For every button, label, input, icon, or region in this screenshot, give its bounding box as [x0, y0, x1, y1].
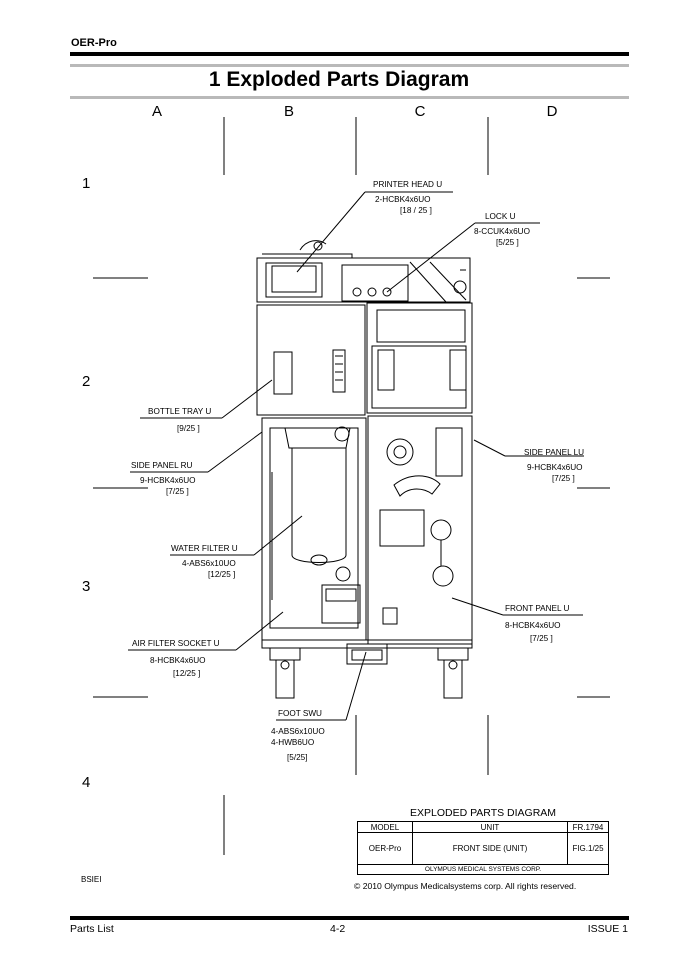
side-panel-ru-ref: [7/25 ] — [166, 487, 189, 496]
air-filter-socket-ref: [12/25 ] — [173, 669, 201, 678]
side-panel-lu-label: SIDE PANEL LU — [524, 448, 585, 457]
bsiei-mark: BSIEI — [81, 875, 102, 884]
bottle-tray-label: BOTTLE TRAY U — [148, 407, 212, 416]
page-title: 1 Exploded Parts Diagram — [208, 68, 470, 91]
footer-page-number: 4-2 — [330, 923, 346, 935]
lock-label: LOCK U — [485, 212, 516, 221]
header-rule-gray — [70, 64, 629, 67]
column-c-label: C — [414, 103, 426, 120]
title-block-unit-value: FRONT SIDE (UNIT) — [412, 832, 568, 865]
footer-left: Parts List — [70, 923, 114, 935]
printer-head-part: 2-HCBK4x6UO — [375, 195, 431, 204]
foot-sw-ref: [5/25] — [287, 753, 308, 762]
machine-drawing — [256, 240, 473, 699]
column-b-label: B — [283, 103, 294, 120]
side-panel-ru-label: SIDE PANEL RU — [131, 461, 193, 470]
water-filter-label: WATER FILTER U — [171, 544, 238, 553]
lock-part: 8-CCUK4x6UO — [474, 227, 530, 236]
side-panel-ru-part: 9-HCBK4x6UO — [140, 476, 196, 485]
air-filter-socket-label: AIR FILTER SOCKET U — [132, 639, 220, 648]
front-panel-label: FRONT PANEL U — [505, 604, 570, 613]
footer-rule-thick — [70, 916, 629, 920]
title-block: MODEL UNIT FR.1794 OER-Pro FRONT SIDE (U… — [357, 821, 609, 875]
title-rule-gray — [70, 96, 629, 99]
air-filter-socket-part: 8-HCBK4x6UO — [150, 656, 206, 665]
copyright-text: © 2010 Olympus Medicalsystems corp. All … — [354, 881, 577, 891]
row-2-label: 2 — [82, 373, 91, 390]
title-block-heading: EXPLODED PARTS DIAGRAM — [409, 807, 557, 819]
grid-ticks — [93, 117, 610, 855]
front-panel-part: 8-HCBK4x6UO — [505, 621, 561, 630]
title-block-model-value: OER-Pro — [357, 832, 413, 865]
column-a-label: A — [151, 103, 162, 120]
column-d-label: D — [546, 103, 558, 120]
model-header: OER-Pro — [71, 37, 117, 49]
front-panel-ref: [7/25 ] — [530, 634, 553, 643]
foot-sw-part-2: 4-HWB6UO — [271, 738, 315, 747]
title-block-company: OLYMPUS MEDICAL SYSTEMS CORP. — [357, 864, 609, 875]
footer-issue: ISSUE 1 — [587, 923, 628, 935]
water-filter-ref: [12/25 ] — [208, 570, 236, 579]
title-block-unit-header: UNIT — [412, 821, 568, 833]
side-panel-lu-part: 9-HCBK4x6UO — [527, 463, 583, 472]
row-1-label: 1 — [82, 175, 91, 192]
foot-sw-part-1: 4-ABS6x10UO — [271, 727, 325, 736]
bottle-tray-ref: [9/25 ] — [177, 424, 200, 433]
foot-sw-label: FOOT SWU — [278, 709, 322, 718]
water-filter-part: 4-ABS6x10UO — [182, 559, 236, 568]
row-4-label: 4 — [82, 774, 91, 791]
lock-ref: [5/25 ] — [496, 238, 519, 247]
title-block-fr: FR.1794 — [567, 821, 609, 833]
row-3-label: 3 — [82, 578, 91, 595]
printer-head-label: PRINTER HEAD U — [373, 180, 443, 189]
title-block-fig: FIG.1/25 — [567, 832, 609, 865]
side-panel-lu-ref: [7/25 ] — [552, 474, 575, 483]
title-block-model-header: MODEL — [357, 821, 413, 833]
header-rule-thick — [70, 52, 629, 56]
leader-lines — [128, 191, 584, 721]
printer-head-ref: [18 / 25 ] — [400, 206, 432, 215]
